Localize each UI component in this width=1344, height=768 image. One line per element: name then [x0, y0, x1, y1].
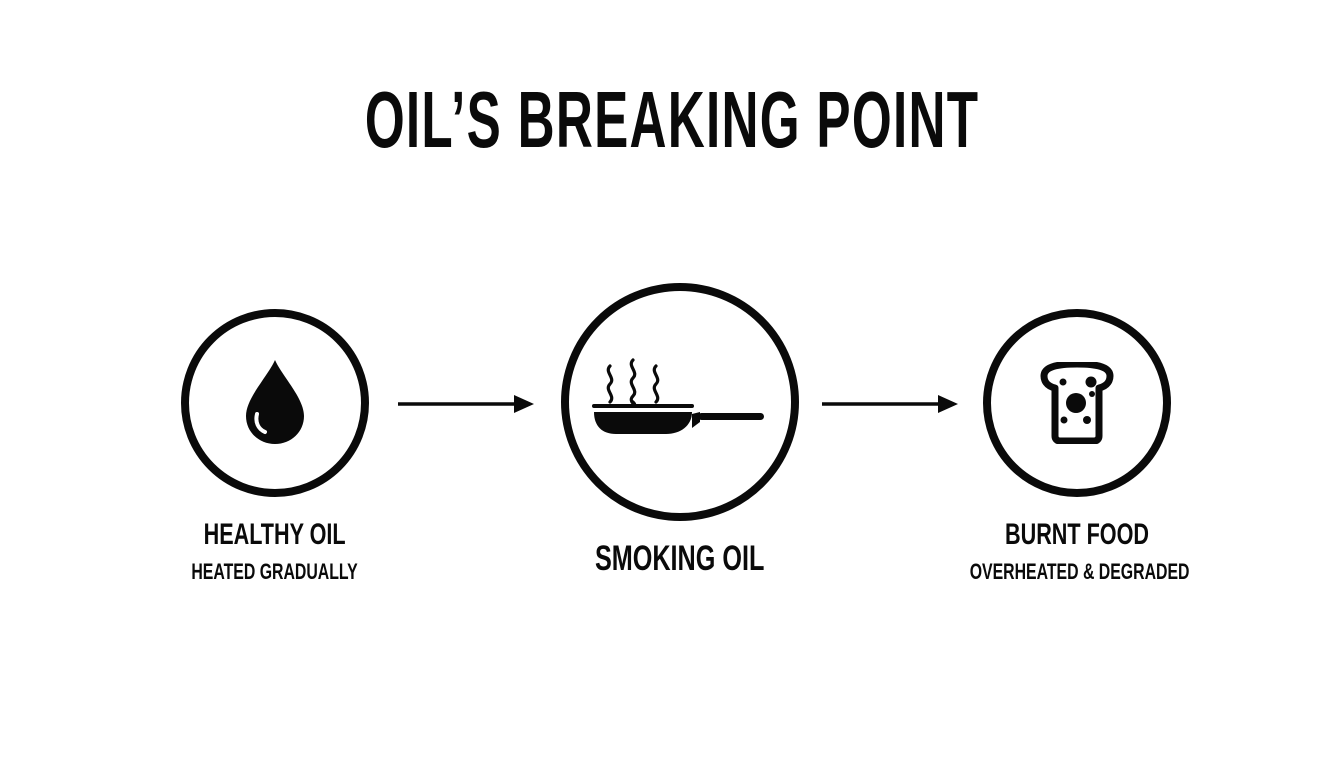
arrow-right-icon	[822, 395, 958, 413]
stage-label: HEALTHY OIL	[203, 518, 346, 551]
stage-sublabel: HEATED GRADUALLY	[191, 559, 359, 584]
stage-sublabel: OVERHEATED & DEGRADED	[969, 559, 1190, 584]
page-title-text: OIL’S BREAKING POINT	[364, 75, 980, 164]
stage-ring	[561, 283, 799, 521]
stage-label: BURNT FOOD	[1004, 518, 1149, 551]
smoking-pan-icon	[592, 358, 764, 434]
burnt-toast-icon	[1040, 362, 1114, 444]
arrow-right-icon	[398, 395, 534, 413]
oil-drop-icon	[246, 360, 304, 444]
stage-ring	[181, 309, 369, 497]
page-title: OIL’S BREAKING POINT	[0, 80, 1344, 160]
stage-label: SMOKING OIL	[595, 539, 765, 578]
